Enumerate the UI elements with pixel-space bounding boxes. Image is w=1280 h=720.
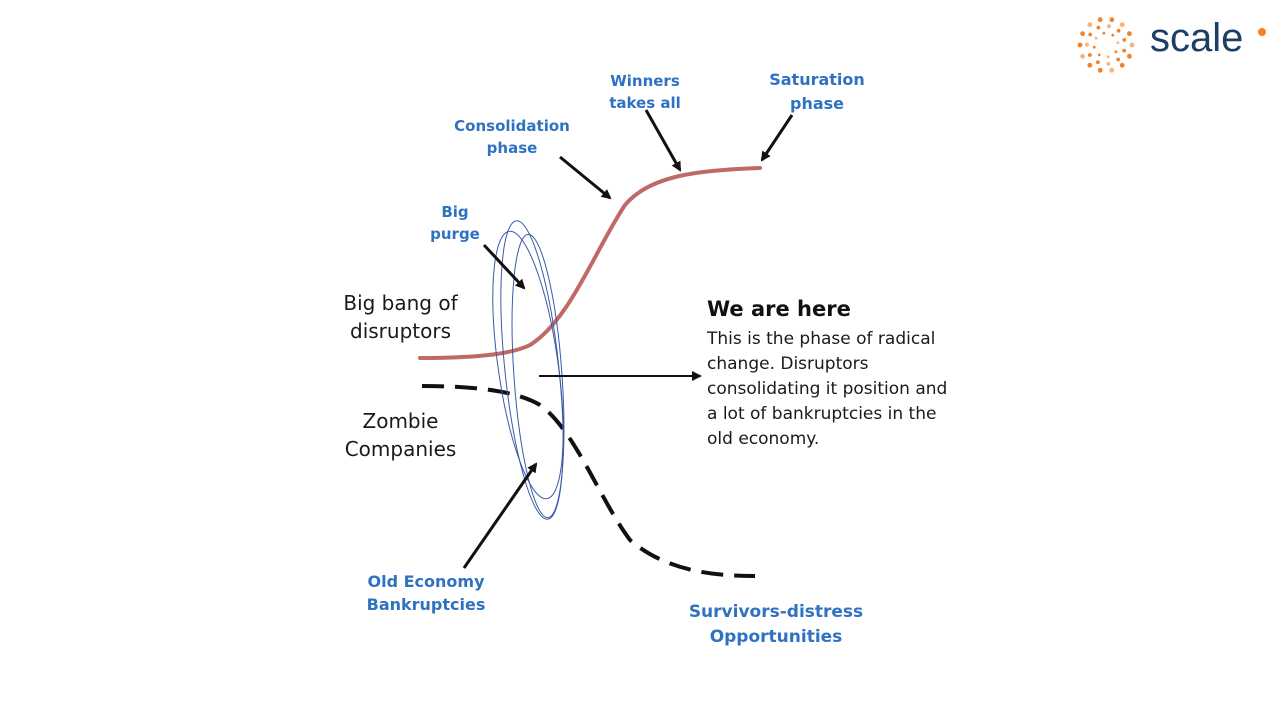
logo-dot-mark xyxy=(1080,53,1085,59)
logo-dot-mark xyxy=(1122,48,1127,53)
logo-dot-mark xyxy=(1102,31,1106,35)
big-purge-label: Big purge xyxy=(430,203,480,243)
logo-dot-mark xyxy=(1116,57,1121,62)
winners-arrow xyxy=(644,109,682,172)
logo-dot-mark xyxy=(1119,22,1125,28)
portal-rings xyxy=(492,220,565,520)
survivors-label: Survivors-distress Opportunities xyxy=(688,602,864,647)
logo-dot-mark xyxy=(1129,42,1135,48)
saturation-arrow xyxy=(760,114,794,162)
logo-dot-mark xyxy=(1087,22,1093,28)
scale-logo-text: scale xyxy=(1150,16,1244,60)
logo-accent-dot xyxy=(1258,28,1266,36)
logo-dot-mark xyxy=(1127,31,1132,37)
consolidation-arrow xyxy=(559,155,612,200)
logo-dot-mark xyxy=(1106,55,1110,59)
we-are-here-description: This is the phase of radical change. Dis… xyxy=(707,329,948,449)
saturation-label: Saturation phase xyxy=(769,70,865,113)
logo-dot-mark xyxy=(1116,41,1120,45)
logo-dot-mark xyxy=(1109,67,1115,73)
logo-dot-mark xyxy=(1094,36,1098,40)
logo-dot-mark xyxy=(1097,53,1101,57)
logo-dot-mark xyxy=(1096,25,1101,30)
consolidation-label: Consolidation phase xyxy=(454,117,570,157)
big-purge-arrow xyxy=(482,243,526,290)
old-economy-arrow xyxy=(462,462,538,569)
zombie-curve xyxy=(421,384,756,578)
logo-dot-mark xyxy=(1109,17,1115,23)
winners-label: Winners takes all xyxy=(609,72,681,112)
zombie-label: Zombie Companies xyxy=(344,409,457,461)
logo-dot-mark xyxy=(1116,28,1121,33)
logo-dot-mark xyxy=(1107,24,1111,29)
logo-dot-mark xyxy=(1097,17,1103,23)
old-economy-label: Old Economy Bankruptcies xyxy=(366,572,486,614)
logo-dot-mark xyxy=(1080,31,1085,37)
scale-logo-icon xyxy=(1077,17,1135,73)
logo-dot-mark xyxy=(1088,53,1092,57)
logo-dot-mark xyxy=(1077,42,1083,48)
logo-dot-mark xyxy=(1096,60,1100,65)
logo-dot-mark xyxy=(1088,32,1093,37)
logo-dot-mark xyxy=(1127,53,1132,59)
we-are-here-title: We are here xyxy=(707,297,851,321)
logo-dot-mark xyxy=(1085,42,1089,47)
logo-dot-mark xyxy=(1114,50,1118,54)
logo-dot-mark xyxy=(1087,62,1093,68)
logo-dot-mark xyxy=(1106,61,1111,66)
logo-dot-mark xyxy=(1122,38,1127,42)
logo-dot-mark xyxy=(1119,62,1125,68)
logo-dot-mark xyxy=(1097,67,1103,73)
logo-dot-mark xyxy=(1092,45,1096,49)
logo-dot-mark xyxy=(1111,33,1115,37)
disruptors-curve xyxy=(418,166,762,360)
big-bang-label: Big bang of disruptors xyxy=(343,291,458,343)
